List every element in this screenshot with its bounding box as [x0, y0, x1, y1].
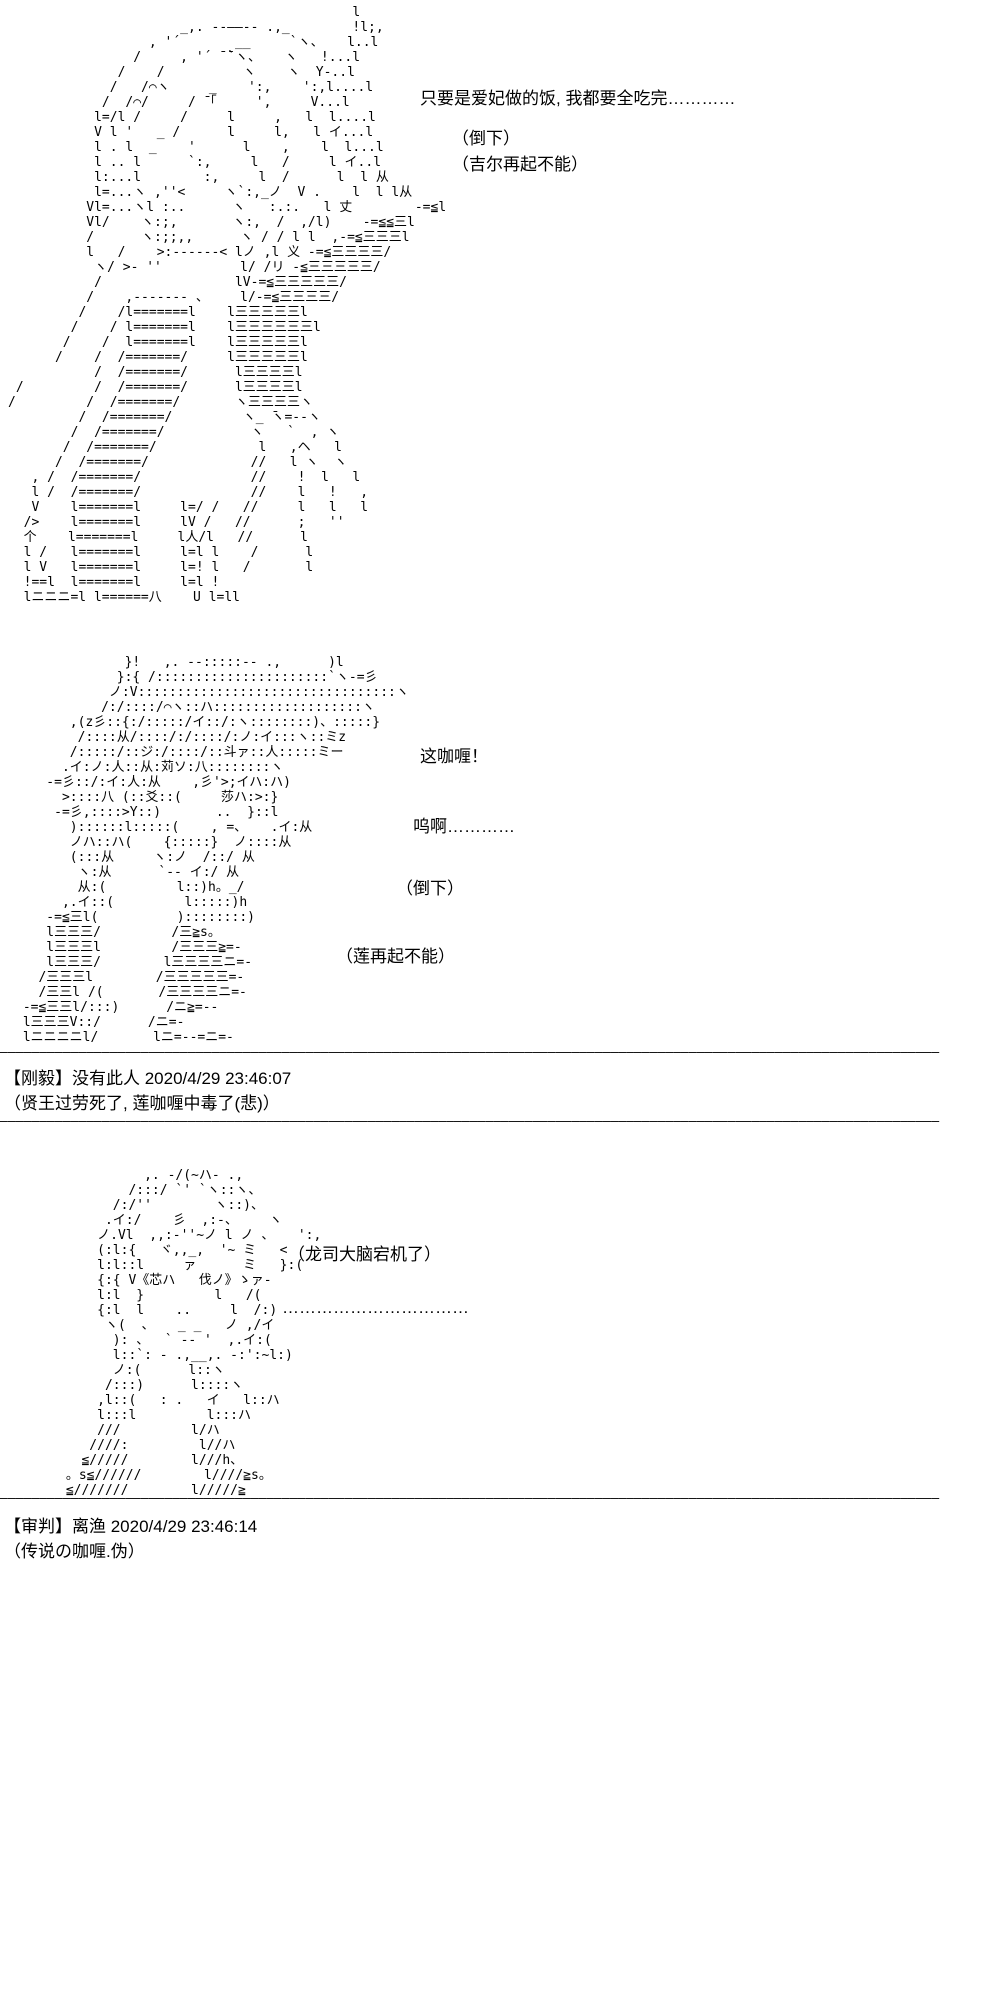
post-2-body: （传说の咖喱.伪）: [4, 1542, 145, 1561]
post-divider-top-1: ————————————————————————————————————————…: [0, 1046, 940, 1060]
dialogue-line-1-3: （吉尔再起不能）: [452, 155, 588, 174]
ascii-art-panel-2: }! ,. -‐:::::‐- ., )l }:{ /:::::::::::::…: [22, 655, 409, 1045]
dialogue-line-1-2: （倒下）: [452, 129, 520, 148]
post-divider-top-2: ————————————————————————————————————————…: [0, 1492, 940, 1506]
dialogue-line-2-4: （莲再起不能）: [336, 947, 455, 966]
dialogue-line-1-1: 只要是爱妃做的饭, 我都要全吃完…………: [420, 89, 736, 108]
post-divider-bottom-1: ————————————————————————————————————————…: [0, 1115, 940, 1129]
dialogue-line-3-1: （龙司大脑宕机了）: [288, 1245, 441, 1264]
post-1-header: 【刚毅】没有此人 2020/4/29 23:46:07: [4, 1069, 292, 1088]
ascii-art-panel-3: ,. -/(~ハ- ., /:::/ `' `ヽ::ヽ、 /:/'' ヽ::)、…: [65, 1168, 322, 1498]
dialogue-line-2-3: （倒下）: [396, 879, 464, 898]
dialogue-line-2-1: 这咖喱！: [420, 747, 488, 766]
ascii-art-panel-1: l _,. -‐――‐- .,_ !l;, , '´ __ `ヽ、 l..l /…: [8, 5, 447, 605]
post-1-body: （贤王过劳死了, 莲咖喱中毒了(悲)）: [4, 1094, 280, 1113]
dialogue-line-2-2: 呜啊…………: [413, 817, 515, 836]
dialogue-line-3-2: ……………………………: [282, 1298, 469, 1317]
post-2-header: 【审判】离渔 2020/4/29 23:46:14: [4, 1517, 258, 1536]
